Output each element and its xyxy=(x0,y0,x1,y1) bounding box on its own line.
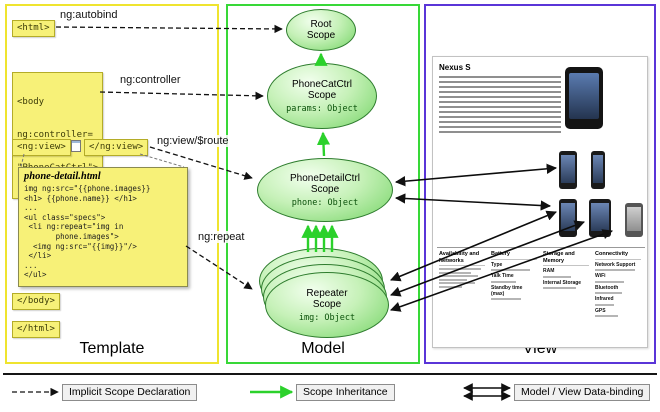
body-open-line-1: <body xyxy=(17,97,45,107)
value-placeholder-bar xyxy=(543,275,571,278)
phone-thumbnail xyxy=(589,199,611,237)
phone-thumbnail xyxy=(559,151,577,189)
template-panel-label: Template xyxy=(79,340,145,357)
code-line: </li> xyxy=(24,251,52,261)
legend-divider xyxy=(3,373,657,375)
spec-head: Storage and Memory xyxy=(543,251,589,266)
spec-head: Battery xyxy=(491,251,537,260)
spec-item: Standby time (max) xyxy=(491,284,523,297)
value-placeholder-bar xyxy=(439,271,472,274)
scope-name: Scope xyxy=(312,299,342,310)
body-close-tag: </body> xyxy=(12,293,60,310)
thumb-screen xyxy=(561,155,575,183)
code-line: <li ng:repeat="img in xyxy=(24,222,124,232)
spec-item: Type xyxy=(491,261,503,268)
thumb-screen xyxy=(627,207,641,231)
spec-col-battery: Battery Type Talk Time Standby time (max… xyxy=(489,250,541,319)
scope-binding: img: Object xyxy=(298,312,356,323)
value-placeholder-bar xyxy=(595,269,636,271)
view-placeholder-icon xyxy=(71,140,81,152)
html-close-tag: </html> xyxy=(12,321,60,338)
scope-name: Root xyxy=(310,18,332,30)
spec-item: WiFi xyxy=(595,273,606,279)
value-placeholder-bar xyxy=(595,315,618,317)
code-line: <img ng:src="{{img}}"/> xyxy=(24,241,137,251)
code-line: img ng:src="{{phone.images}} xyxy=(24,184,151,193)
spec-item: Network Support xyxy=(595,261,636,268)
thumb-screen xyxy=(591,203,609,231)
scope-binding: params: Object xyxy=(286,103,358,114)
value-placeholder-bar xyxy=(491,269,531,271)
value-placeholder-bar xyxy=(439,278,467,281)
value-placeholder-bar xyxy=(439,282,475,284)
code-title: phone-detail.html xyxy=(24,171,101,182)
value-placeholder-bar xyxy=(439,285,462,288)
code-line: </ul> xyxy=(24,270,47,280)
ng-autobind-label: ng:autobind xyxy=(58,9,120,21)
scope-name: Repeater xyxy=(306,287,348,299)
phone-detail-template-box: phone-detail.html img ng:src="{{phone.im… xyxy=(18,167,188,287)
code-line: ... xyxy=(24,260,38,270)
ngview-open-tag: <ng:view> xyxy=(12,139,71,156)
spec-item: Infrared xyxy=(595,296,614,302)
legend-data-binding: Model / View Data-binding xyxy=(514,384,651,401)
spec-head: Availability and Networks xyxy=(439,251,485,266)
value-placeholder-bar xyxy=(491,280,517,283)
scope-name: PhoneCatCtrl xyxy=(291,78,353,90)
scope-name: Scope xyxy=(307,90,337,101)
scope-name: PhoneDetailCtrl xyxy=(289,172,361,184)
description-text-placeholder xyxy=(439,76,561,134)
scope-name: Scope xyxy=(310,184,340,195)
code-line: phone.images"> xyxy=(24,231,119,241)
thumb-screen xyxy=(593,155,603,183)
code-line: ... xyxy=(24,203,38,213)
value-placeholder-bar xyxy=(543,287,577,289)
phone-thumbnail-flip xyxy=(625,203,643,237)
legend-scope-inheritance: Scope Inheritance xyxy=(296,384,395,401)
value-placeholder-bar xyxy=(439,275,478,277)
phone-main-image xyxy=(565,67,603,129)
spec-item: Talk Time xyxy=(491,273,514,279)
spec-item: Internal Storage xyxy=(543,279,582,286)
spec-item: RAM xyxy=(543,268,555,274)
spec-item: Bluetooth xyxy=(595,284,619,291)
ng-view-route-label: ng:view/$route xyxy=(155,135,231,147)
spec-item: GPS xyxy=(595,307,606,314)
root-scope-ellipse: Root Scope xyxy=(286,9,356,51)
legend-implicit-scope: Implicit Scope Declaration xyxy=(62,384,198,401)
phonedetailctrl-scope-ellipse: PhoneDetailCtrl Scope phone: Object xyxy=(257,158,393,222)
value-placeholder-bar xyxy=(595,303,615,306)
model-panel-label: Model xyxy=(301,340,345,357)
code-line: <h1> {{phone.name}} </h1> xyxy=(24,193,137,203)
spec-col-connectivity: Connectivity Network Support WiFi Blueto… xyxy=(593,250,645,319)
body-open-line-2: ng:controller= xyxy=(17,130,93,140)
phone-detail-page: Nexus S Availability and Networks Batter… xyxy=(432,56,648,348)
code-line: <ul class="specs"> xyxy=(24,212,106,222)
value-placeholder-bar xyxy=(595,280,625,283)
thumb-screen xyxy=(561,203,575,231)
spec-col-availability: Availability and Networks xyxy=(437,250,489,319)
ng-controller-label: ng:controller xyxy=(118,74,183,86)
ngview-close-tag: </ng:view> xyxy=(84,139,149,156)
value-placeholder-bar xyxy=(491,298,521,300)
spec-col-storage: Storage and Memory RAM Internal Storage xyxy=(541,250,593,319)
html-open-tag: <html> xyxy=(12,20,55,37)
scope-name: Scope xyxy=(306,30,336,41)
phonecatctrl-scope-ellipse: PhoneCatCtrl Scope params: Object xyxy=(267,63,377,129)
value-placeholder-bar xyxy=(439,268,482,270)
ng-repeat-label: ng:repeat xyxy=(196,231,247,243)
scope-binding: phone: Object xyxy=(291,197,359,208)
phone-thumbnail xyxy=(559,199,577,237)
spec-table: Availability and Networks Battery Type T… xyxy=(437,247,645,319)
repeater-scope-ellipse: Repeater Scope img: Object xyxy=(265,272,389,338)
phone-screen xyxy=(569,73,599,119)
page-title: Nexus S xyxy=(439,63,471,72)
spec-head: Connectivity xyxy=(595,251,641,260)
phone-thumbnail xyxy=(591,151,605,189)
value-placeholder-bar xyxy=(595,292,622,294)
